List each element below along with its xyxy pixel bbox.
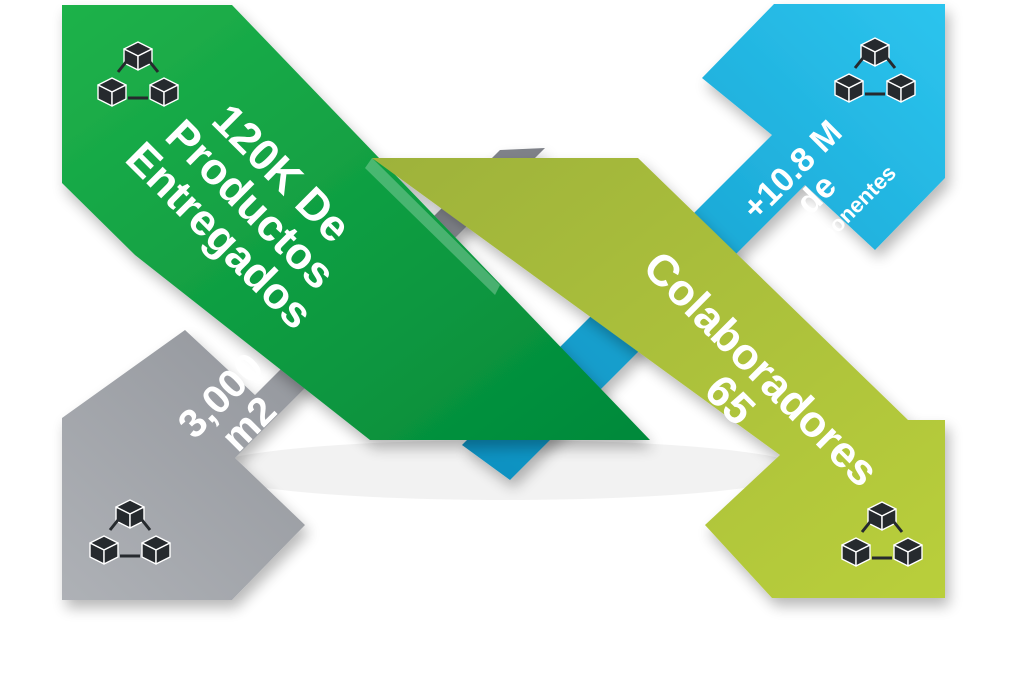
arrow-top-left	[62, 5, 650, 440]
blocks-network-icon	[89, 499, 171, 565]
blocks-network-icon	[834, 37, 916, 103]
fold-highlight	[365, 158, 500, 295]
arrow-bottom-right	[372, 158, 945, 598]
blocks-network-icon	[97, 41, 179, 107]
blocks-network-icon	[841, 501, 923, 567]
